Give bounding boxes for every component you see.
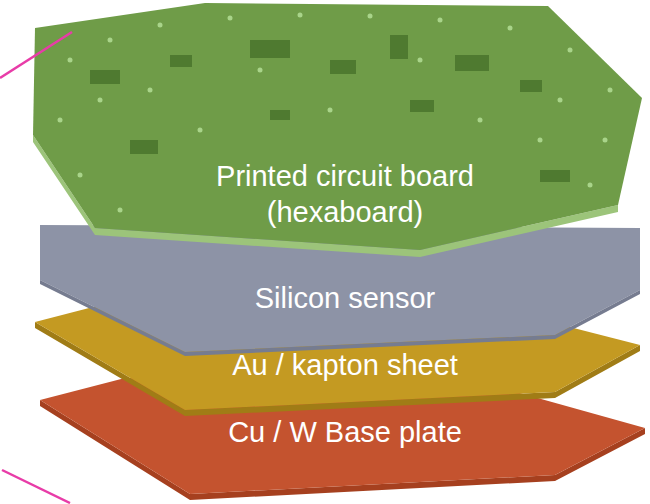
guide-line (0, 32, 72, 78)
guide-line (2, 470, 70, 503)
layer-label: Cu / W Base plate (165, 414, 525, 450)
layer-label: Silicon sensor (165, 280, 525, 316)
hexaboard-pcb (33, 3, 642, 257)
layer-label: Au / kapton sheet (165, 347, 525, 383)
layer-label: Printed circuit board (hexaboard) (185, 158, 505, 231)
